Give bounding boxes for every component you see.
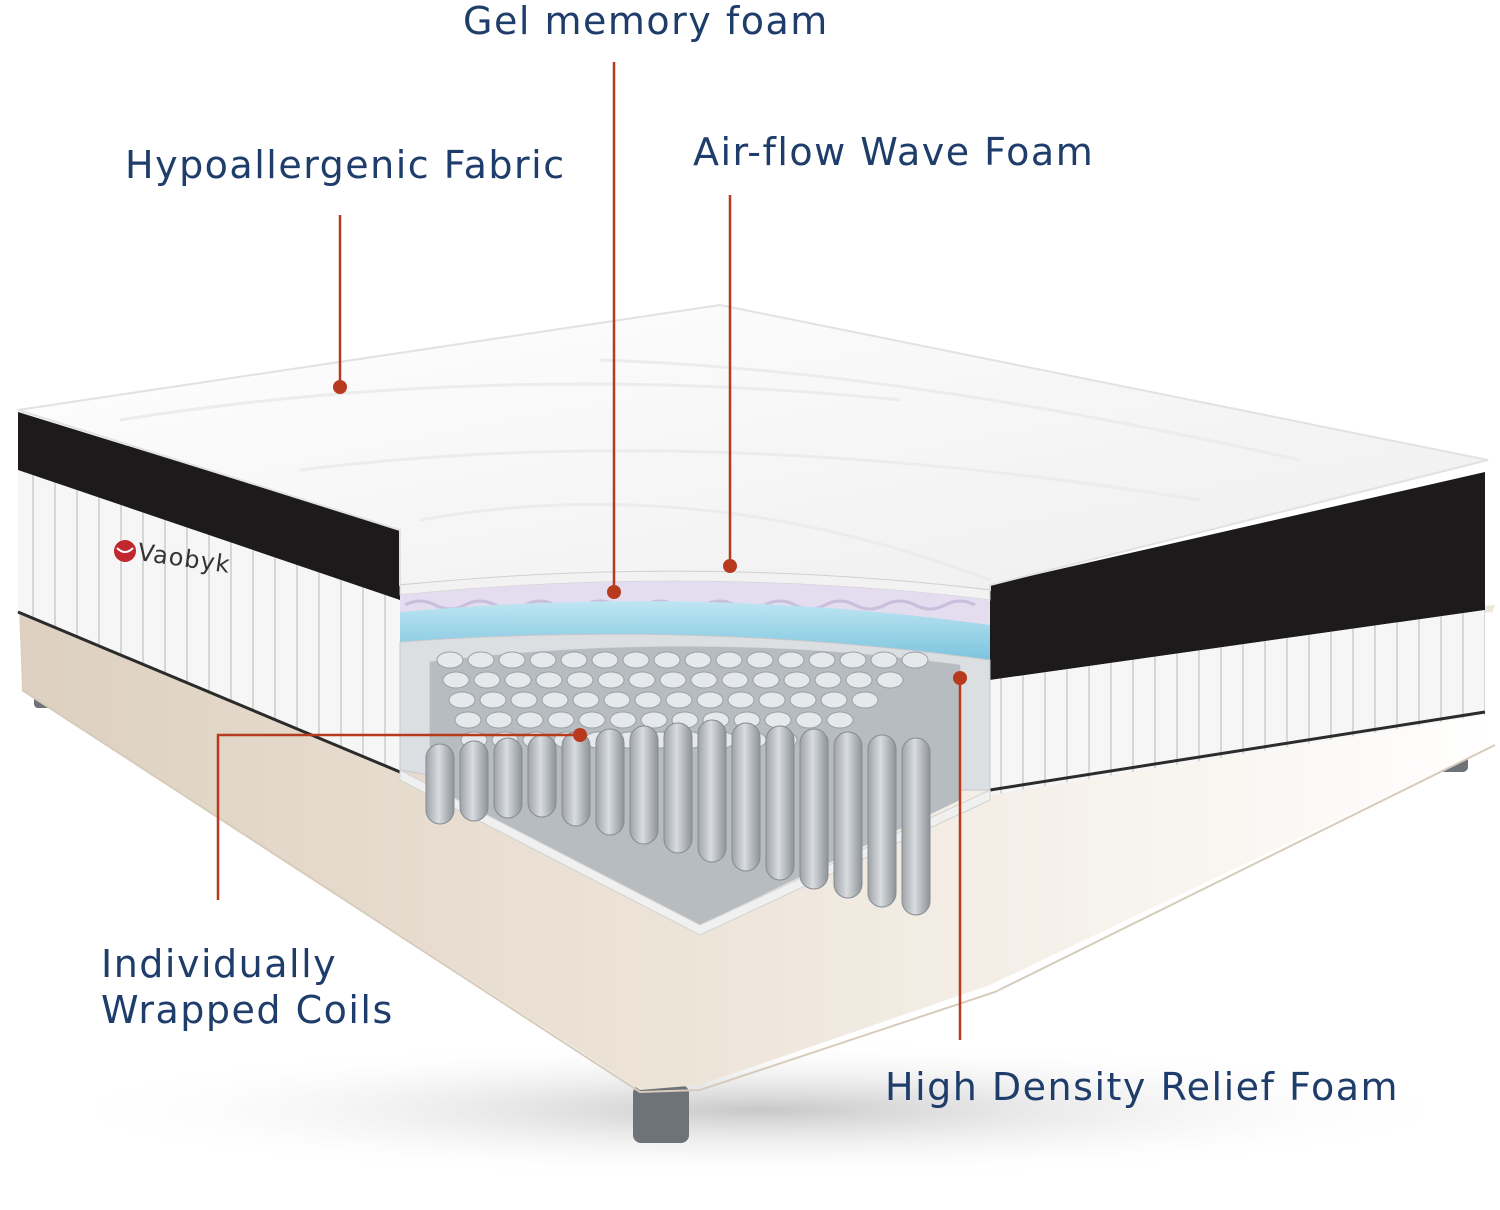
coil-top xyxy=(777,651,805,669)
coil-top xyxy=(603,691,631,709)
coil-top xyxy=(839,651,867,669)
coil-top xyxy=(591,651,619,669)
bed-leg-front xyxy=(633,1085,689,1143)
coil-top xyxy=(684,651,712,669)
coil-array xyxy=(425,651,931,916)
label-wrapped-coils: Individually Wrapped Coils xyxy=(101,941,394,1033)
coil-top xyxy=(758,691,786,709)
brand-logo-icon xyxy=(114,540,136,562)
coil xyxy=(459,740,489,822)
marker-fabric xyxy=(333,380,347,394)
coil-top xyxy=(845,671,873,689)
coil-top xyxy=(746,651,774,669)
coil-top xyxy=(547,711,575,729)
coil-top xyxy=(510,691,538,709)
coil-top xyxy=(479,691,507,709)
coil-top xyxy=(820,691,848,709)
coil-top xyxy=(541,691,569,709)
coil-top xyxy=(628,671,656,689)
coil-top xyxy=(578,711,606,729)
coil-top xyxy=(498,651,526,669)
coil-top xyxy=(560,651,588,669)
coil-top xyxy=(467,651,495,669)
coil-top xyxy=(783,671,811,689)
coil-top xyxy=(715,651,743,669)
coil xyxy=(629,725,659,845)
coil xyxy=(561,731,591,827)
coil-top xyxy=(851,691,879,709)
coil-top xyxy=(696,691,724,709)
label-high-density-relief-foam: High Density Relief Foam xyxy=(885,1065,1400,1109)
coil xyxy=(765,725,795,881)
coil-top xyxy=(640,711,668,729)
leader-lines xyxy=(216,62,967,1040)
coil-top xyxy=(653,651,681,669)
coil xyxy=(697,719,727,863)
coil-top xyxy=(516,711,544,729)
coil xyxy=(425,743,455,825)
label-airflow-wave-foam: Air-flow Wave Foam xyxy=(693,130,1095,174)
leader-coils xyxy=(216,733,578,900)
coil-top xyxy=(448,691,476,709)
label-gel-memory-foam: Gel memory foam xyxy=(463,0,829,43)
coil-top xyxy=(795,711,823,729)
coil-top xyxy=(622,651,650,669)
label-coils-line2: Wrapped Coils xyxy=(101,988,394,1032)
coil xyxy=(833,731,863,899)
coil-top xyxy=(808,651,836,669)
marker-gel xyxy=(607,585,621,599)
coil-top xyxy=(504,671,532,689)
coil-top xyxy=(814,671,842,689)
coil-top xyxy=(485,711,513,729)
coil-top xyxy=(876,671,904,689)
coil-top xyxy=(721,671,749,689)
coil-top xyxy=(572,691,600,709)
coil-top xyxy=(789,691,817,709)
coil xyxy=(799,728,829,890)
coil xyxy=(901,737,931,916)
coil xyxy=(493,737,523,819)
coil-top xyxy=(727,691,755,709)
coil-top xyxy=(752,671,780,689)
coil-top xyxy=(454,711,482,729)
marker-airflow xyxy=(723,559,737,573)
coil-top xyxy=(529,651,557,669)
coil-top xyxy=(634,691,662,709)
marker-density xyxy=(953,671,967,685)
coil-top xyxy=(566,671,594,689)
mattress-left-side xyxy=(17,412,401,774)
coil-top xyxy=(901,651,929,669)
coil-top xyxy=(442,671,470,689)
coil-top xyxy=(826,711,854,729)
coil-top xyxy=(436,651,464,669)
coil-top xyxy=(870,651,898,669)
coil xyxy=(527,734,557,818)
coil xyxy=(595,728,625,836)
label-coils-line1: Individually xyxy=(101,942,338,986)
coil-top xyxy=(665,691,693,709)
coil-top xyxy=(659,671,687,689)
floor-shadow xyxy=(40,1040,1480,1180)
label-hypoallergenic-fabric: Hypoallergenic Fabric xyxy=(125,143,566,187)
coil-top xyxy=(690,671,718,689)
coil xyxy=(867,734,897,908)
coil-top xyxy=(535,671,563,689)
coil-top xyxy=(597,671,625,689)
coil-top xyxy=(609,711,637,729)
coil xyxy=(663,722,693,854)
coil xyxy=(731,722,761,872)
coil-top xyxy=(764,711,792,729)
mattress-right-side xyxy=(989,472,1486,795)
coil-top xyxy=(473,671,501,689)
marker-coils xyxy=(573,728,587,742)
